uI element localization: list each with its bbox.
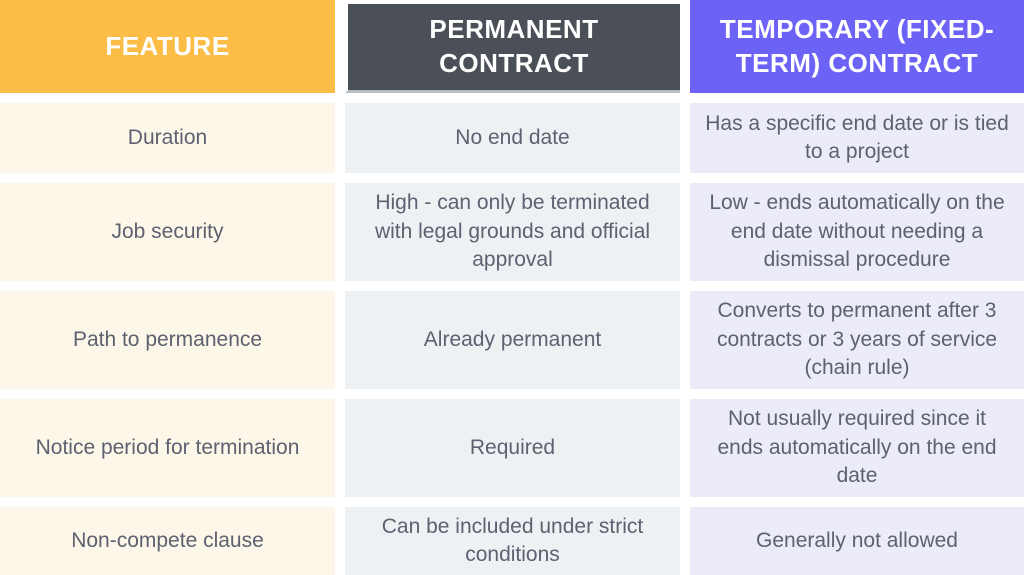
cell-path-to-permanence-permanent: Already permanent bbox=[345, 291, 680, 389]
cell-path-to-permanence-temporary: Converts to permanent after 3 contracts … bbox=[690, 291, 1024, 389]
cell-non-compete-permanent: Can be included under strict conditions bbox=[345, 507, 680, 575]
cell-duration-temporary: Has a specific end date or is tied to a … bbox=[690, 103, 1024, 173]
row-label-job-security: Job security bbox=[0, 183, 335, 281]
cell-job-security-temporary: Low - ends automatically on the end date… bbox=[690, 183, 1024, 281]
row-label-duration: Duration bbox=[0, 103, 335, 173]
cell-job-security-permanent: High - can only be terminated with legal… bbox=[345, 183, 680, 281]
column-header-temporary-contract: TEMPORARY (FIXED-TERM) CONTRACT bbox=[690, 0, 1024, 93]
row-label-notice-period: Notice period for termination bbox=[0, 399, 335, 497]
cell-duration-permanent: No end date bbox=[345, 103, 680, 173]
row-label-non-compete-clause: Non-compete clause bbox=[0, 507, 335, 575]
cell-notice-period-permanent: Required bbox=[345, 399, 680, 497]
cell-non-compete-temporary: Generally not allowed bbox=[690, 507, 1024, 575]
row-label-path-to-permanence: Path to permanence bbox=[0, 291, 335, 389]
column-header-feature: FEATURE bbox=[0, 0, 335, 93]
column-header-permanent-contract: PERMANENT CONTRACT bbox=[345, 0, 680, 93]
cell-notice-period-temporary: Not usually required since it ends autom… bbox=[690, 399, 1024, 497]
